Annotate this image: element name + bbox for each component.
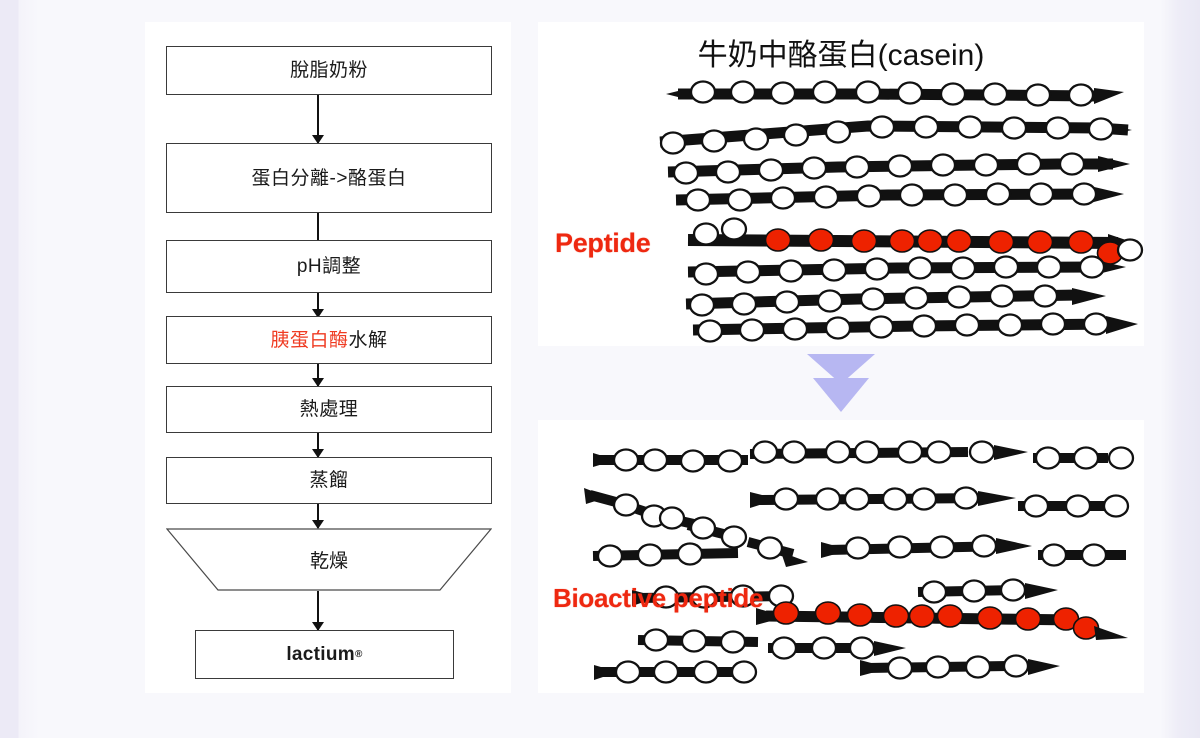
flow-connector-2 bbox=[317, 213, 319, 260]
flow-node-label: pH調整 bbox=[296, 256, 362, 277]
hydrolysed-peptide-card: Bioactive peptide bbox=[538, 420, 1144, 693]
registered-trademark-icon: ® bbox=[354, 648, 363, 660]
flow-connector-5 bbox=[317, 433, 319, 457]
hydrolysed-chain-diagram-icon bbox=[584, 440, 1135, 684]
flow-node-lactium-product: lactium® bbox=[195, 630, 454, 679]
casein-chain-diagram-icon bbox=[659, 80, 1144, 343]
flow-node-label: 蛋白分離->酪蛋白 bbox=[251, 167, 407, 189]
flow-connector-6 bbox=[317, 504, 319, 528]
flow-connector-3 bbox=[317, 293, 319, 317]
flow-node-drying: 乾燥 bbox=[166, 528, 492, 591]
flow-node-label-highlight: 胰蛋白酶 bbox=[270, 329, 349, 351]
trapezoid-shape-icon bbox=[166, 528, 492, 591]
flow-node-label: 蒸餾 bbox=[309, 470, 349, 491]
flow-node-label-rest: 水解 bbox=[348, 329, 388, 351]
flow-node-label: 脫脂奶粉 bbox=[289, 60, 368, 81]
flow-node-ph-adjustment: pH調整 bbox=[166, 240, 492, 293]
flow-node-label: lactium bbox=[286, 644, 355, 665]
flow-node-trypsin-hydrolysis: 胰蛋白酶水解 bbox=[166, 316, 492, 364]
content-area: 脫脂奶粉 蛋白分離->酪蛋白 pH調整 胰蛋白酶水解 熱處理 bbox=[37, 0, 1149, 700]
flow-node-label: 乾燥 bbox=[309, 551, 348, 572]
flow-connector-1 bbox=[317, 95, 319, 143]
casein-structure-card: 牛奶中酪蛋白(casein) bbox=[538, 22, 1144, 346]
process-flowchart-card: 脫脂奶粉 蛋白分離->酪蛋白 pH調整 胰蛋白酶水解 熱處理 bbox=[145, 22, 511, 693]
double-chevron-down-icon bbox=[807, 354, 875, 412]
peptide-label: Peptide bbox=[555, 228, 651, 258]
flow-node-protein-separation: 蛋白分離->酪蛋白 bbox=[166, 143, 492, 213]
process-flowchart: 脫脂奶粉 蛋白分離->酪蛋白 pH調整 胰蛋白酶水解 熱處理 bbox=[145, 22, 511, 693]
bioactive-peptide-chain-icon bbox=[756, 601, 1128, 640]
bioactive-peptide-label: Bioactive peptide bbox=[553, 583, 764, 613]
flow-node-heat-treatment: 熱處理 bbox=[166, 386, 492, 433]
highlighted-peptide-chain-icon bbox=[687, 217, 1144, 265]
casein-panel-title: 牛奶中酪蛋白(casein) bbox=[697, 39, 985, 72]
flow-node-skim-milk-powder: 脫脂奶粉 bbox=[166, 46, 492, 95]
flow-connector-4 bbox=[317, 364, 319, 386]
flow-node-label: 熱處理 bbox=[299, 399, 359, 420]
flow-node-distillation: 蒸餾 bbox=[166, 457, 492, 504]
flow-connector-7 bbox=[317, 591, 319, 630]
